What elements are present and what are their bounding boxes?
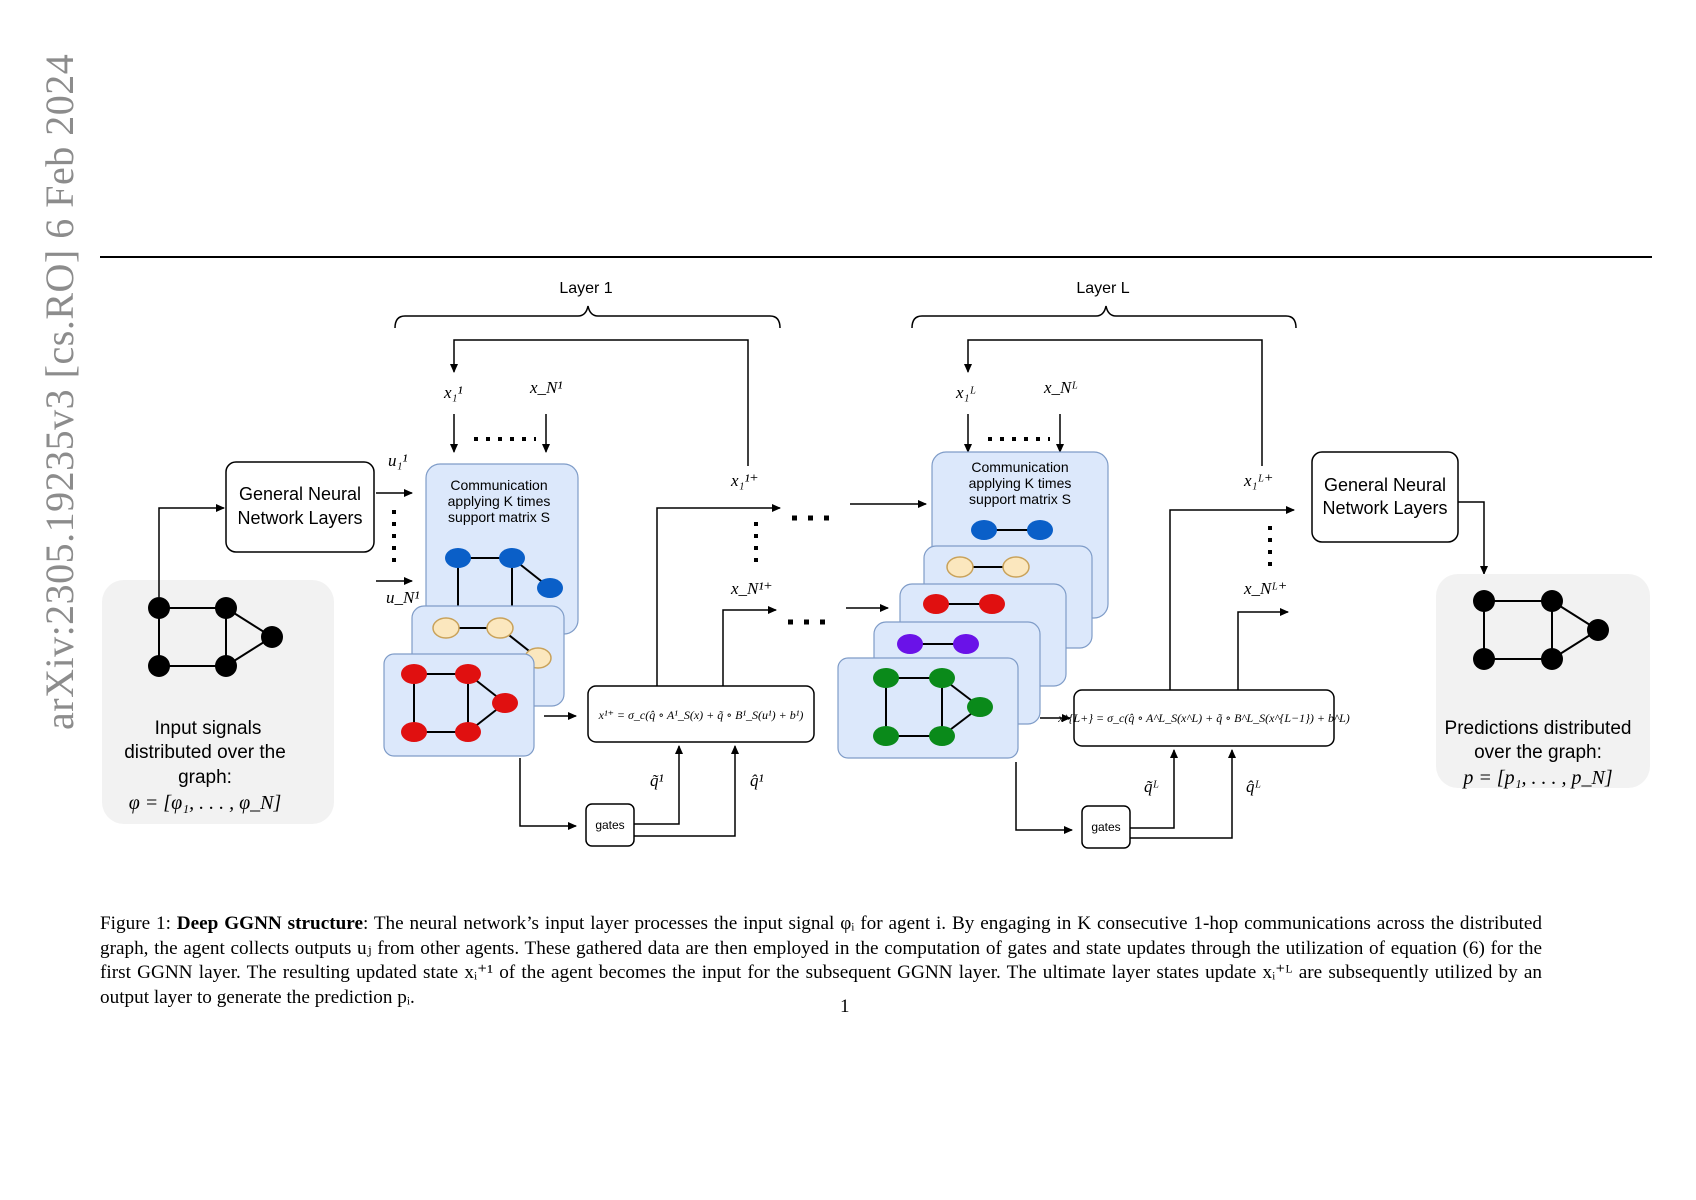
comm-label-1-line2: applying K times [448, 493, 551, 509]
arrow-qtilde-1 [634, 745, 683, 825]
symbol-x1plus-1: x₁¹⁺ [730, 471, 759, 490]
comm-label-1-line1: Communication [450, 477, 547, 493]
caption-prefix: Figure 1: [100, 913, 177, 934]
caption-text: : The neural network’s input layer proce… [100, 913, 1542, 1008]
caption-bold: Deep GGNN structure [176, 913, 363, 934]
symbol-xN-1: x_N¹ [529, 378, 562, 397]
graph-node [215, 597, 237, 619]
symbol-qhat-1: q̂¹ [750, 771, 764, 790]
gnn-output-label-line1: General Neural [1324, 475, 1446, 495]
input-caption-line3: graph: [178, 767, 232, 788]
input-caption-line2: distributed over the [124, 742, 286, 763]
comm-label-L-line3: support matrix S [969, 491, 1071, 507]
comm-label-L-line1: Communication [971, 459, 1068, 475]
input-caption-line1: Input signals [155, 718, 262, 739]
graph-node [1541, 648, 1563, 670]
ggnn-diagram: Layer 1 Layer L Input signals distribute… [102, 280, 1650, 849]
input-formula: φ = [φ₁, . . . , φ_N] [129, 792, 282, 814]
figure-caption: Figure 1: Deep GGNN structure: The neura… [100, 912, 1542, 1010]
output-formula: p = [p₁, . . . , p_N] [1461, 767, 1612, 789]
gnn-output-box [1311, 451, 1459, 543]
graph-node [148, 655, 170, 677]
arrow-qhat-L [1130, 749, 1236, 839]
symbol-qhat-L: q̂ᴸ [1246, 777, 1261, 796]
equation-box-1 [587, 685, 815, 743]
gates-box-L [1081, 805, 1131, 849]
top-rule [100, 256, 1652, 258]
layerL-brace [911, 305, 1297, 329]
graph-node [1473, 648, 1495, 670]
gates-label-L: gates [1091, 820, 1120, 834]
symbol-x1-L: x₁ᴸ [955, 383, 976, 402]
gates-box-1 [585, 803, 635, 847]
arrow-to-gatesL [1015, 762, 1073, 834]
equation-L: x^{L+} = σ_c(q̂ ∘ A^L_S(x^L) + q̃ ∘ B^L_… [1057, 711, 1350, 725]
layer1-brace [394, 305, 781, 329]
symbol-xNplus-1: x_N¹⁺ [730, 579, 772, 598]
layer1-panel-red [383, 653, 535, 757]
arrow-xNplus-L [1237, 608, 1289, 690]
gnn-input-box [225, 461, 375, 553]
comm-label-1-line3: support matrix S [448, 509, 550, 525]
output-caption-line2: over the graph: [1474, 742, 1602, 763]
layerL-label: Layer L [1076, 280, 1129, 297]
gnn-input-label-line1: General Neural [239, 484, 361, 504]
input-graph-nodes [148, 597, 283, 677]
symbol-xNplus-L: x_Nᴸ⁺ [1243, 579, 1287, 598]
symbol-x1-1: x₁¹ [443, 383, 463, 402]
symbol-xN-L: x_Nᴸ [1043, 378, 1078, 397]
layerL-feedback-loop [964, 339, 1263, 466]
graph-node [1473, 590, 1495, 612]
arrow-qtilde-L [1130, 749, 1178, 829]
comm-label-L-line2: applying K times [969, 475, 1072, 491]
arrow-x1plus-L [1169, 506, 1295, 690]
graph-node [1541, 590, 1563, 612]
arrow-to-gates1 [519, 758, 577, 830]
layer1-label: Layer 1 [559, 280, 612, 297]
graph-node [215, 655, 237, 677]
layer1-panel-blue: Communication applying K times support m… [425, 463, 579, 635]
equation-box-L [1073, 689, 1335, 747]
arrow-xNplus-1 [722, 606, 777, 686]
graph-node [261, 626, 283, 648]
output-caption-line1: Predictions distributed [1445, 718, 1632, 739]
layerL-panel-green [837, 657, 1019, 759]
output-graph-nodes [1473, 590, 1609, 670]
arrow-gnn-to-output [1458, 501, 1488, 575]
symbol-qtilde-1: q̃¹ [650, 771, 664, 790]
gates-label-1: gates [595, 818, 624, 832]
arrow-x1plus-1 [656, 504, 781, 686]
equation-1: x¹⁺ = σ_c(q̂ ∘ A¹_S(x) + q̃ ∘ B¹_S(u¹) +… [598, 708, 804, 722]
gnn-output-label-line2: Network Layers [1322, 498, 1447, 518]
gnn-input-label-line2: Network Layers [237, 508, 362, 528]
arrow-input-to-gnn [158, 504, 225, 597]
symbol-uN: u_N¹ [386, 588, 419, 607]
graph-node [1587, 619, 1609, 641]
symbol-qtilde-L: q̃ᴸ [1144, 777, 1159, 796]
symbol-u1: u₁¹ [388, 451, 408, 470]
layer1-feedback-loop [450, 339, 749, 466]
page-number: 1 [840, 996, 850, 1017]
graph-node [148, 597, 170, 619]
arrow-qhat-1 [634, 745, 739, 837]
symbol-x1plus-L: x₁ᴸ⁺ [1243, 471, 1273, 490]
